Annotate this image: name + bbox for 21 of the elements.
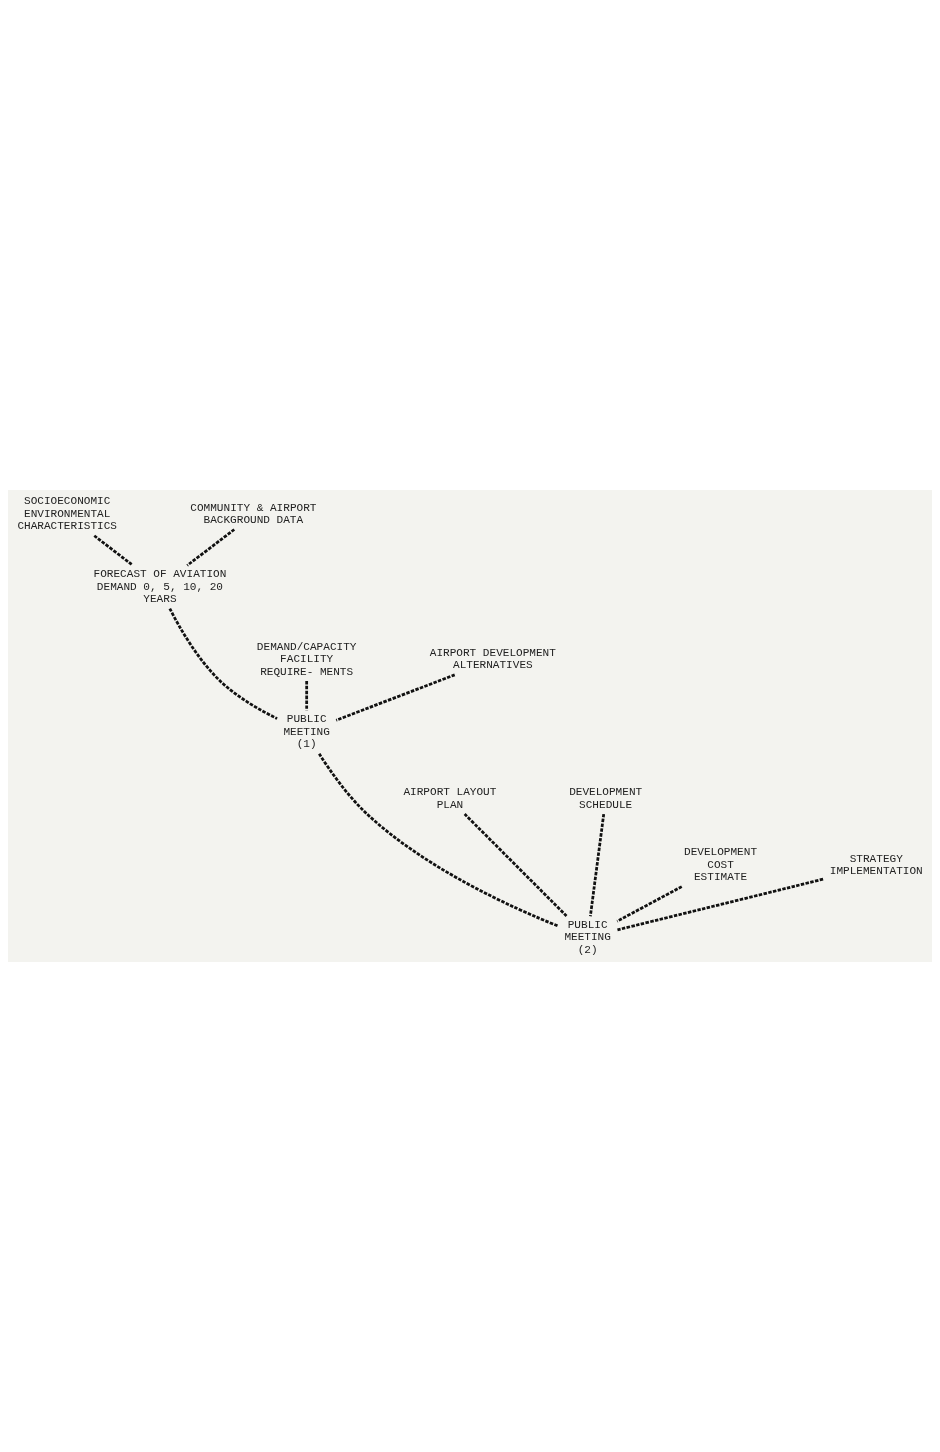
node-text: PUBLIC MEETING (1) (283, 713, 330, 751)
connector (616, 885, 683, 923)
node-text: DEVELOPMENT SCHEDULE (569, 786, 643, 811)
connector (305, 681, 309, 711)
node-text: DEMAND/CAPACITY FACILITY REQUIRE- MENTS (256, 640, 357, 678)
node-text: DEVELOPMENT COST ESTIMATE (684, 846, 758, 884)
node-text: COMMUNITY & AIRPORT BACKGROUND DATA (190, 501, 317, 527)
connector (463, 813, 568, 918)
connector (93, 534, 134, 567)
connector (318, 753, 559, 928)
connector (186, 528, 236, 567)
node-text: FORECAST OF AVIATION DEMAND 0, 5, 10, 20 YEARS (93, 568, 227, 605)
connector (589, 813, 606, 917)
connector (335, 673, 456, 722)
node-text: STRATEGY IMPLEMENTATION (829, 852, 923, 877)
connector (168, 607, 278, 720)
node-text: SOCIOECONOMIC ENVIRONMENTAL CHARACTERISTICS (17, 495, 118, 533)
node-text: PUBLIC MEETING (2) (564, 918, 611, 956)
node-text: AIRPORT DEVELOPMENT ALTERNATIVES (429, 646, 556, 672)
node-text: AIRPORT LAYOUT PLAN (403, 786, 497, 811)
connector (616, 877, 824, 932)
